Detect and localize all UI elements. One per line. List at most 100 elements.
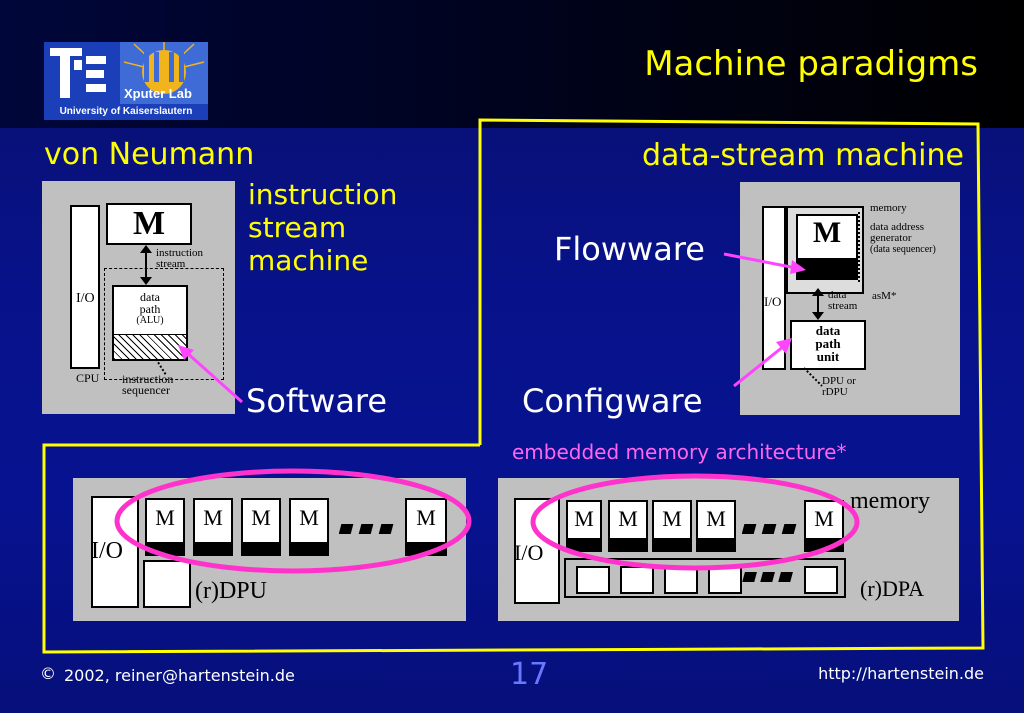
data-stream-diagram: I/O M memory data address generator (dat… xyxy=(740,182,960,415)
logo-caption: University of Kaiserslautern xyxy=(44,104,208,120)
flowware-callout: Flowware xyxy=(554,230,705,268)
data-stream-heading: data-stream machine xyxy=(642,138,964,173)
page-number: 17 xyxy=(510,657,549,692)
bl-memory-2: M xyxy=(193,498,233,556)
data-path-box: data path (ALU) xyxy=(112,285,188,361)
von-neumann-diagram: I/O M instruction stream data path (ALU)… xyxy=(42,181,235,414)
sequencer-pointer xyxy=(155,358,167,376)
br-m5-label: M xyxy=(814,506,834,531)
configware-callout: Configware xyxy=(522,382,703,420)
br-memory-3: M xyxy=(652,500,692,552)
dag-line-2: generator xyxy=(870,232,912,244)
br-ellipsis-icon xyxy=(742,524,797,534)
br-io-label: I/O xyxy=(514,540,544,565)
flowware-arrow xyxy=(723,252,806,274)
bl-highlight-ellipse xyxy=(114,468,472,574)
dstream-line-1: data xyxy=(828,289,847,301)
dag-black-bar xyxy=(796,258,858,280)
br-memory-5: M xyxy=(804,500,844,552)
io-bar xyxy=(70,205,100,369)
bl-ellipsis-icon xyxy=(339,524,394,534)
io-label: I/O xyxy=(76,291,95,306)
dp-line-3: (ALU) xyxy=(136,315,164,326)
logo-badge: Xputer Lab xyxy=(124,86,192,101)
bl-m2-label: M xyxy=(203,505,223,530)
br-memory-4: M xyxy=(696,500,736,552)
br-dpa-ellipsis-icon xyxy=(742,572,793,582)
memory-box: M xyxy=(106,203,192,245)
dpu-line-2: path xyxy=(815,336,841,351)
configware-arrow xyxy=(733,338,792,388)
alu-hatch xyxy=(114,334,186,359)
bl-dpu-label: (r)DPU xyxy=(195,578,267,604)
subtitle-line-2: stream xyxy=(248,211,347,244)
br-memory-label: memory xyxy=(850,488,930,514)
data-stream-arrow xyxy=(812,288,824,320)
iseq-line-2: sequencer xyxy=(122,383,170,397)
dpu-line-3: unit xyxy=(816,349,840,364)
copyright-symbol: © xyxy=(40,664,56,683)
dp-line-1: data xyxy=(140,290,160,304)
br-dpa-cell xyxy=(804,566,838,594)
br-m4-label: M xyxy=(706,506,726,531)
cpu-outline xyxy=(104,268,224,380)
ds-memory-letter: M xyxy=(812,216,842,249)
data-path-unit-box: data path unit xyxy=(790,320,866,370)
bl-m1-label: M xyxy=(155,505,175,530)
instruction-stream-arrow xyxy=(140,245,152,285)
footer-url: http://hartenstein.de xyxy=(818,664,984,683)
dpu-label: DPU or rDPU xyxy=(822,376,856,398)
bl-m5-label: M xyxy=(416,505,436,530)
von-neumann-heading: von Neumann xyxy=(44,137,255,172)
br-m1-label: M xyxy=(574,506,594,531)
instruction-stream-label: instruction stream xyxy=(156,248,203,270)
instruction-sequencer-label: instruction sequencer xyxy=(122,372,174,397)
von-neumann-subtitle: instruction stream machine xyxy=(248,178,397,277)
bl-memory-3: M xyxy=(241,498,281,556)
bl-io-label: I/O xyxy=(91,538,123,564)
bottom-right-panel: I/O memory M M M M M (r)DPA xyxy=(498,478,959,621)
dag-line-3: (data sequencer) xyxy=(870,244,936,255)
br-m2-label: M xyxy=(618,506,638,531)
dp-line-2: path xyxy=(139,302,161,316)
dstream-line-2: stream xyxy=(828,300,858,312)
br-highlight-ellipse xyxy=(530,473,860,571)
br-dpa-cell xyxy=(620,566,654,594)
br-m3-label: M xyxy=(662,506,682,531)
bl-dpu-box xyxy=(143,560,191,608)
is-line-2: stream xyxy=(156,258,186,270)
software-arrow xyxy=(178,345,243,404)
bl-m4-label: M xyxy=(299,505,319,530)
ds-memory-label: memory xyxy=(870,202,907,214)
dag-bracket xyxy=(858,212,862,282)
dag-label: data address generator (data sequencer) xyxy=(870,221,936,256)
cpu-label: CPU xyxy=(76,371,100,385)
bl-memory-4: M xyxy=(289,498,329,556)
dag-line-1: data address xyxy=(870,221,925,233)
dpu-or-line-1: DPU or xyxy=(822,375,856,387)
br-dpa-label: (r)DPA xyxy=(860,576,924,601)
software-callout: Software xyxy=(246,382,388,420)
data-stream-label: data stream xyxy=(828,290,857,312)
is-line-1: instruction xyxy=(156,247,204,259)
dpu-pointer xyxy=(803,367,823,387)
br-dpa-cell xyxy=(576,566,610,594)
bottom-left-panel: I/O M M M M M (r)DPU xyxy=(73,478,466,621)
subtitle-line-1: instruction xyxy=(248,178,398,211)
footer-author: 2002, reiner@hartenstein.de xyxy=(64,666,295,685)
dpu-line-1: data xyxy=(815,323,841,338)
iseq-line-1: instruction xyxy=(122,372,174,386)
embedded-memory-caption: embedded memory architecture* xyxy=(512,440,847,464)
bl-m3-label: M xyxy=(251,505,271,530)
bl-io-box xyxy=(91,496,139,608)
xputer-lab-logo: Xputer Lab xyxy=(44,42,208,118)
br-memory-2: M xyxy=(608,500,648,552)
dpu-or-line-2: rDPU xyxy=(822,386,848,398)
br-memory-1: M xyxy=(566,500,602,552)
subtitle-line-3: machine xyxy=(248,244,369,277)
ds-io-label: I/O xyxy=(764,294,782,309)
slide-title: Machine paradigms xyxy=(644,44,978,84)
br-dpa-array xyxy=(564,558,846,598)
asm-label: asM* xyxy=(872,290,897,302)
